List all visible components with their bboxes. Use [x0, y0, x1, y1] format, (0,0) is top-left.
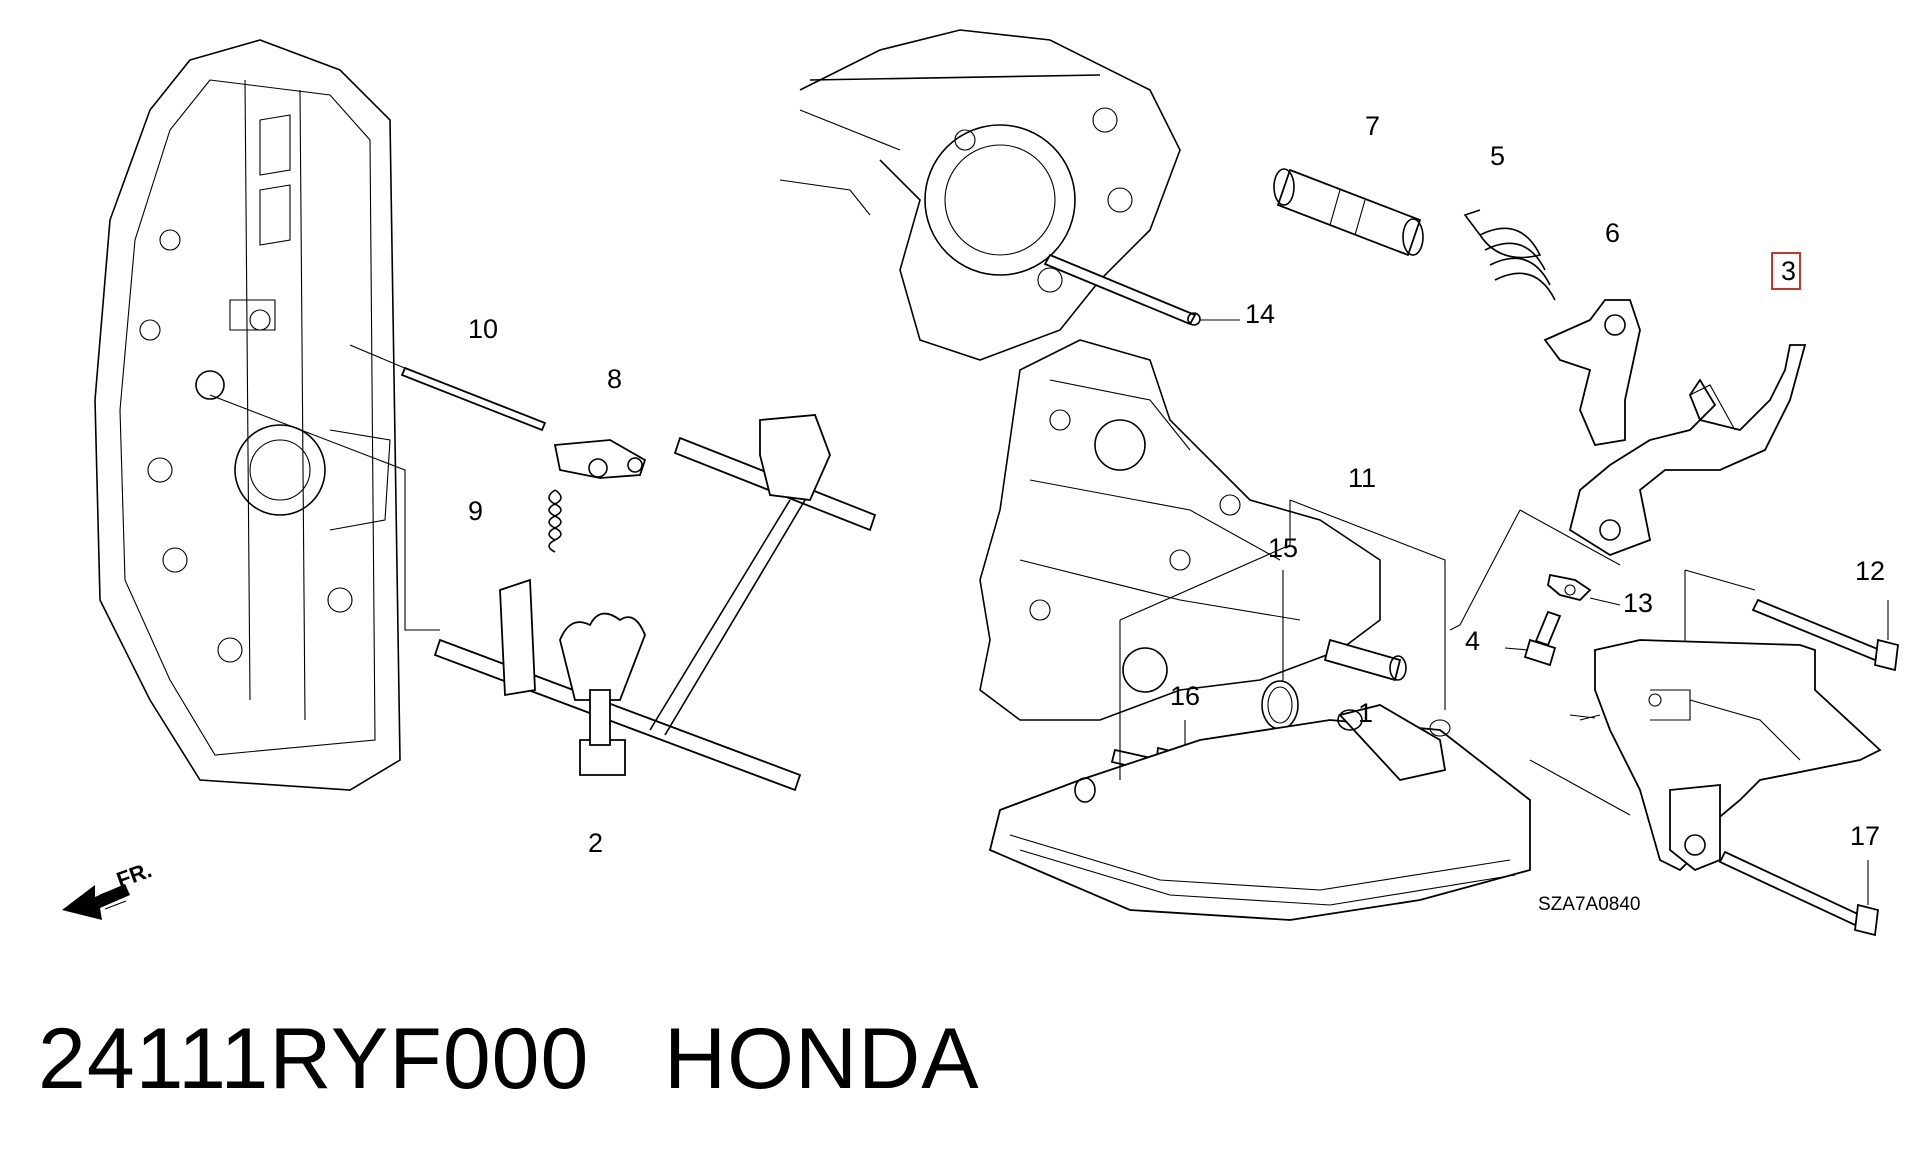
part-8-detent-lever	[553, 439, 647, 479]
part-17-bolt	[1718, 850, 1879, 937]
part-15-o-ring	[1261, 570, 1299, 730]
valve-body	[979, 339, 1407, 721]
part-14-long-rod	[1043, 253, 1240, 326]
callout-6: 6	[1605, 218, 1620, 248]
callout-11: 11	[1348, 463, 1376, 493]
brand-name: HONDA	[664, 1011, 980, 1107]
part-10-rod	[400, 366, 547, 432]
callout-9: 9	[468, 496, 483, 526]
callout-7: 7	[1365, 111, 1380, 141]
callout-15: 15	[1268, 533, 1298, 563]
part-12-bolt	[1751, 598, 1899, 672]
callout-12: 12	[1855, 556, 1885, 586]
callout-10: 10	[468, 314, 498, 344]
callout-3: 3	[1781, 256, 1796, 286]
part-caption: 24111RYF000 HONDA	[38, 1010, 980, 1109]
diagram-code: SZA7A0840	[1538, 894, 1640, 915]
callout-13: 13	[1623, 588, 1653, 618]
callout-labels: 1 2 3 4 5 6 7 8 9 10 11 12 13 14 15 16 1…	[468, 111, 1885, 858]
callout-14: 14	[1245, 299, 1275, 329]
front-direction-arrow: FR.	[62, 857, 155, 920]
part-7-shaft	[1273, 168, 1424, 257]
callout-3-highlight-box	[1771, 252, 1801, 290]
part-3-shift-fork	[1568, 344, 1807, 556]
part-2-shift-shaft	[433, 578, 802, 792]
part-5-spring	[1463, 209, 1556, 301]
callout-17: 17	[1850, 821, 1880, 851]
part-11-bracket	[1119, 499, 1446, 780]
transmission-housing-left	[94, 39, 401, 791]
part-1-cover-plate	[1569, 639, 1882, 872]
front-direction-label: FR.	[113, 857, 155, 893]
callout-16: 16	[1170, 681, 1200, 711]
callout-8: 8	[607, 364, 622, 394]
oil-strainer	[988, 704, 1531, 921]
part-number: 24111RYF000	[38, 1011, 590, 1107]
part-6-lever	[1543, 299, 1641, 447]
part-9-spring	[548, 489, 562, 553]
leader-lines-left	[209, 344, 541, 631]
part-13-clip	[1547, 573, 1621, 606]
control-rod-assembly	[649, 414, 877, 736]
callout-5: 5	[1490, 141, 1505, 171]
callout-2: 2	[588, 828, 603, 858]
part-4-bolt	[1504, 610, 1562, 667]
callout-1: 1	[1358, 698, 1373, 728]
callout-4: 4	[1465, 626, 1480, 656]
housing-upper-center	[779, 29, 1181, 361]
